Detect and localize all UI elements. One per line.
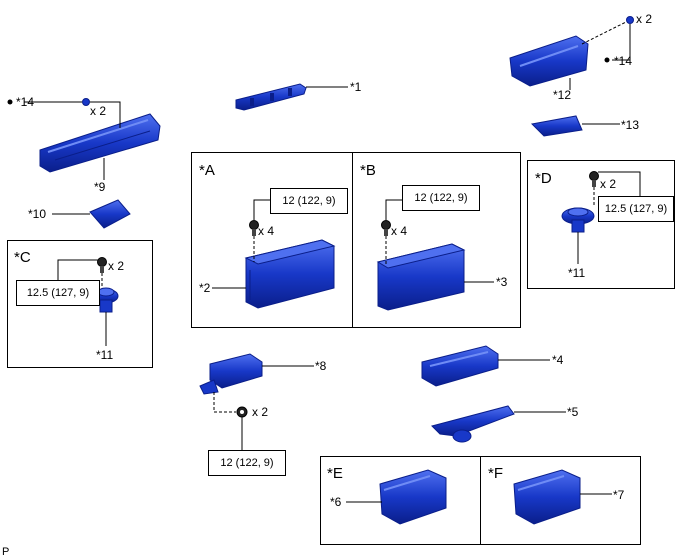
torque-box-b: 12 (122, 9)	[402, 185, 480, 211]
torque-box-a: 12 (122, 9)	[270, 188, 348, 214]
corner-mark: P	[2, 546, 10, 558]
group-label-b: *B	[360, 162, 376, 179]
label-part-11-d: *11	[568, 266, 586, 280]
group-label-f: *F	[488, 465, 503, 482]
label-part-6: *6	[330, 495, 342, 509]
bullet-14-right	[604, 57, 610, 63]
bolt-c	[97, 257, 107, 273]
bullet-14-left	[7, 99, 13, 105]
qty-8: x 2	[252, 405, 269, 419]
part-3-shape	[376, 243, 466, 311]
leader-torque-c	[57, 259, 98, 280]
group-label-d: *D	[535, 170, 552, 187]
qty-d: x 2	[600, 177, 617, 191]
group-label-a: *A	[199, 162, 215, 179]
label-part-12: *12	[553, 88, 572, 102]
label-part-2: *2	[199, 281, 211, 295]
clip-14-right	[626, 16, 634, 24]
leader-14-right-dash	[581, 21, 627, 45]
qty-14-right: x 2	[636, 12, 653, 26]
bolt-8	[236, 406, 248, 418]
part-9-shape	[39, 113, 161, 173]
leader-torque-d	[598, 171, 641, 196]
label-part-11-c: *11	[96, 348, 114, 362]
label-part-9: *9	[94, 180, 106, 194]
part-6-shape	[379, 469, 447, 525]
group-frame-d	[527, 160, 675, 289]
label-part-8: *8	[315, 359, 327, 373]
part-11-d-shape	[561, 207, 595, 233]
label-part-13: *13	[621, 118, 640, 132]
part-8-shape	[199, 353, 263, 395]
part-7-shape	[513, 469, 581, 525]
part-13-shape	[530, 115, 583, 137]
label-part-5: *5	[567, 405, 579, 419]
group-label-c: *C	[14, 249, 31, 266]
screw-a	[249, 220, 259, 236]
screw-b	[381, 220, 391, 236]
leader-14-right	[569, 24, 631, 90]
group-label-e: *E	[327, 465, 343, 482]
torque-box-c: 12.5 (127, 9)	[16, 280, 100, 306]
torque-box-d: 12.5 (127, 9)	[598, 196, 674, 222]
part-10-shape	[89, 199, 131, 229]
part-5-shape	[431, 405, 515, 443]
leader-torque-a	[253, 199, 270, 220]
part-12-shape	[509, 35, 589, 87]
label-part-14-left: *14	[16, 95, 35, 109]
leader-torque-b	[385, 199, 402, 220]
bolt-d	[589, 171, 599, 187]
leader-bolt-8-dash	[213, 392, 236, 413]
qty-14-left: x 2	[90, 104, 107, 118]
part-1-shape	[235, 83, 307, 111]
label-part-4: *4	[552, 353, 564, 367]
qty-b: x 4	[391, 224, 408, 238]
torque-box-8: 12 (122, 9)	[208, 450, 286, 476]
group-frame-c	[7, 240, 153, 368]
label-part-1: *1	[350, 80, 362, 94]
qty-c: x 2	[108, 259, 125, 273]
part-2-shape	[244, 239, 336, 309]
label-part-10: *10	[28, 207, 47, 221]
part-4-shape	[421, 345, 499, 387]
label-part-7: *7	[613, 488, 625, 502]
label-part-14-right: *14	[614, 54, 633, 68]
clip-14-left	[82, 98, 90, 106]
group-frame-ab	[191, 152, 521, 328]
qty-a: x 4	[258, 224, 275, 238]
label-part-3: *3	[496, 275, 508, 289]
